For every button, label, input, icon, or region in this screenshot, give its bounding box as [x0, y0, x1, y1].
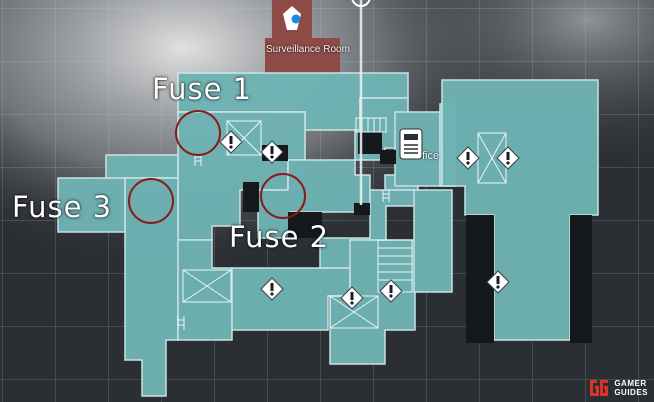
fuse-2-label: Fuse 2	[229, 220, 330, 254]
gamer-guides-logo	[590, 380, 609, 396]
item-markers	[219, 130, 520, 310]
office-room-label: fice	[422, 150, 440, 162]
typewriter-icon[interactable]	[399, 128, 423, 160]
exclamation-diamond-icon[interactable]	[219, 130, 243, 154]
fuse-1-label: Fuse 1	[152, 72, 253, 106]
exclamation-diamond-icon[interactable]	[496, 146, 520, 170]
fuse-3-label: Fuse 3	[12, 190, 113, 224]
ladder	[177, 154, 390, 330]
exclamation-diamond-icon[interactable]	[379, 279, 403, 303]
interior-walls	[243, 132, 592, 343]
fuse-1-circle[interactable]	[175, 110, 221, 156]
fuse-markers	[128, 110, 306, 224]
exclamation-diamond-icon[interactable]	[340, 286, 364, 310]
fuse-2-circle[interactable]	[260, 173, 306, 219]
player-location-icon	[283, 6, 301, 30]
exclamation-diamond-icon[interactable]	[486, 270, 510, 294]
exclamation-diamond-icon[interactable]	[260, 140, 284, 164]
fuse-3-circle[interactable]	[128, 178, 174, 224]
exclamation-diamond-icon[interactable]	[456, 146, 480, 170]
compass-marker	[351, 0, 371, 7]
gamer-guides-watermark: GAMER GUIDES	[588, 378, 648, 398]
watermark-line1: GAMER	[614, 379, 647, 388]
exclamation-diamond-icon[interactable]	[260, 277, 284, 301]
watermark-line2: GUIDES	[614, 388, 648, 397]
surveillance-room-label: Surveillance Room	[266, 44, 350, 55]
